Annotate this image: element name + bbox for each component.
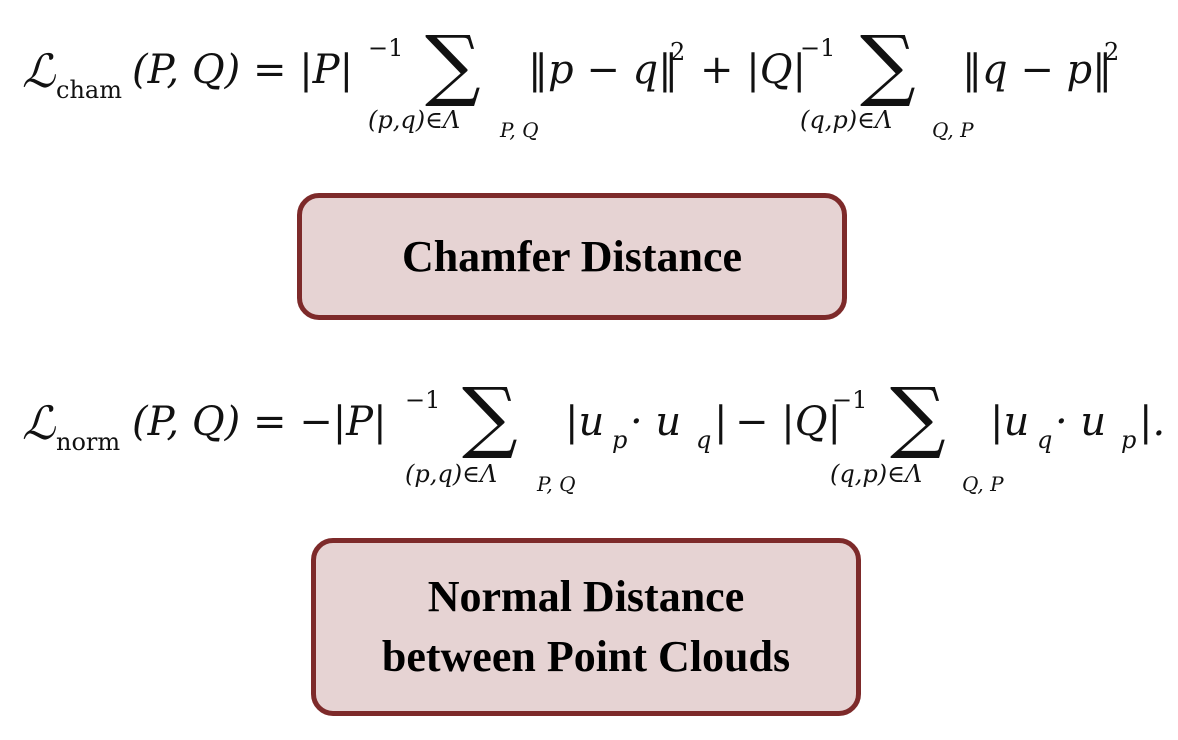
dot-term-subscript: q xyxy=(696,426,712,454)
sum-index-subscript: Q, P xyxy=(932,118,974,142)
dot-term-open: |u xyxy=(565,399,605,445)
dot-term-subscript: p xyxy=(612,426,628,454)
sum-index-subscript: Q, P xyxy=(962,472,1004,496)
chamfer-distance-text: Chamfer Distance xyxy=(401,231,743,281)
dot-term-subscript: p xyxy=(1121,426,1137,454)
formula-lhs: (P, Q) = −|P| xyxy=(132,399,387,445)
formula-lhs: (P, Q) = |P| xyxy=(132,47,354,93)
exponent: −1 xyxy=(832,386,868,414)
loss-symbol: ℒ xyxy=(22,44,56,98)
loss-symbol: ℒ xyxy=(22,396,56,450)
summation-symbol: ∑ xyxy=(860,20,916,110)
dot-term-open: |u xyxy=(990,399,1030,445)
sum-index: (p,q)∈Λ xyxy=(368,106,461,134)
loss-subscript: cham xyxy=(56,76,122,104)
sum-index: (q,p)∈Λ xyxy=(830,460,923,488)
dot-term-mid: · u xyxy=(1055,399,1107,445)
exponent: −1 xyxy=(800,34,836,62)
formula-plus-term: + |Q| xyxy=(700,47,806,93)
normal-distance-text: Normal Distance between Point Clouds xyxy=(382,567,790,687)
sum-index-subscript: P, Q xyxy=(500,118,539,142)
exponent: −1 xyxy=(368,34,404,62)
square-exponent: 2 xyxy=(670,38,686,66)
summation-symbol: ∑ xyxy=(890,372,946,462)
dot-term-mid: · u xyxy=(630,399,682,445)
norm-term: ‖p − q‖ xyxy=(528,47,679,93)
summation-symbol: ∑ xyxy=(425,20,481,110)
dot-term-subscript: q xyxy=(1037,426,1053,454)
normal-distance-line1: Normal Distance xyxy=(427,572,745,621)
chamfer-distance-label: Chamfer Distance xyxy=(297,193,847,320)
norm-term: ‖q − p‖ xyxy=(962,47,1113,93)
chamfer-formula: ℒ cham (P, Q) = |P| −1 ∑ ‖p − q‖ 2 + |Q|… xyxy=(0,8,1178,142)
summation-symbol: ∑ xyxy=(462,372,518,462)
sum-index: (p,q)∈Λ xyxy=(405,460,498,488)
square-exponent: 2 xyxy=(1104,38,1120,66)
exponent: −1 xyxy=(405,386,441,414)
sum-index: (q,p)∈Λ xyxy=(800,106,893,134)
normal-distance-line2: between Point Clouds xyxy=(381,632,791,681)
formula-minus-term: − |Q| xyxy=(735,399,841,445)
loss-subscript: norm xyxy=(56,428,121,456)
dot-term-close: | xyxy=(714,399,728,445)
dot-term-close: |. xyxy=(1139,399,1166,445)
sum-index-subscript: P, Q xyxy=(537,472,576,496)
normal-distance-label: Normal Distance between Point Clouds xyxy=(311,538,861,716)
normal-formula: ℒ norm (P, Q) = −|P| −1 ∑ |u p · u q | −… xyxy=(0,370,1178,500)
